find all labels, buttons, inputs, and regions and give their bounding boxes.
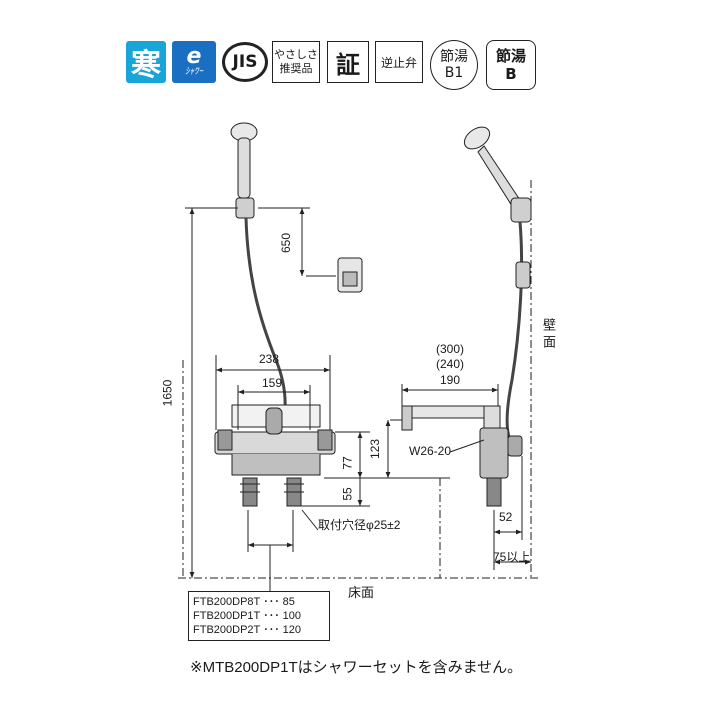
footnote: ※MTB200DP1Tはシャワーセットを含みません。 xyxy=(190,659,523,676)
front-faucet-body xyxy=(214,404,336,507)
dim-leg-height: 55 xyxy=(340,487,355,501)
dim-wall-min: 75以上 xyxy=(493,550,531,564)
dim-thread: W26-20 xyxy=(409,444,452,458)
eco-shower-badge: e ｼｬﾜｰ xyxy=(172,41,216,83)
jis-badge: JIS xyxy=(222,42,268,82)
check-valve-badge: 逆止弁 xyxy=(375,41,423,83)
dim-pitch: 159 xyxy=(262,376,283,390)
model-row: FTB200DP8T ･･･ 85 xyxy=(193,596,295,608)
model-row: FTB200DP1T ･･･ 100 xyxy=(193,610,302,622)
save-b1-line2: B1 xyxy=(444,65,464,81)
save-b-line1: 節湯 xyxy=(495,47,526,65)
cold-badge-label: 寒 xyxy=(131,48,161,83)
dim-spout-height: 123 xyxy=(368,438,383,460)
jis-badge-label: JIS xyxy=(232,52,258,72)
side-spout xyxy=(401,405,523,507)
certification-badge: 証 xyxy=(327,41,369,83)
side-shower-head xyxy=(463,126,532,223)
dim-total-height: 1650 xyxy=(160,379,175,407)
model-row: FTB200DP2T ･･･ 120 xyxy=(193,624,302,636)
dim-hook-offset: 650 xyxy=(279,232,294,254)
dim-mount-hole: 取付穴径φ25±2 xyxy=(318,518,401,532)
cold-region-badge: 寒 xyxy=(126,41,166,83)
dim-spout-len: 190 xyxy=(440,373,461,387)
floor-label: 床面 xyxy=(348,585,375,600)
water-saving-b-badge: 節湯 B xyxy=(486,40,536,90)
side-hose xyxy=(505,221,524,441)
care-badge-line2: 推奨品 xyxy=(279,62,313,75)
care-badge-line1: やさしさ xyxy=(274,48,318,61)
dim-spout-opt2: (240) xyxy=(436,357,465,371)
eco-badge-sub: ｼｬﾜｰ xyxy=(184,66,203,77)
eco-badge-main: e xyxy=(186,43,202,69)
front-shower-head xyxy=(230,122,258,219)
dim-body-height: 77 xyxy=(340,456,355,470)
care-badge: やさしさ 推奨品 xyxy=(272,41,320,83)
dim-spout-opt1: (300) xyxy=(436,342,465,356)
save-b1-line1: 節湯 xyxy=(440,49,468,65)
hook-detail xyxy=(337,257,363,293)
save-b-line2: B xyxy=(505,65,517,83)
cert-badge-label: 証 xyxy=(336,50,360,79)
wall-label: 壁面 xyxy=(541,318,556,352)
model-table: FTB200DP8T ･･･ 85 FTB200DP1T ･･･ 100 FTB… xyxy=(188,591,330,641)
dim-wall-offset: 52 xyxy=(499,510,513,524)
water-saving-b1-badge: 節湯 B1 xyxy=(430,40,478,90)
dim-body-width: 238 xyxy=(259,352,280,366)
check-valve-label: 逆止弁 xyxy=(380,55,417,70)
